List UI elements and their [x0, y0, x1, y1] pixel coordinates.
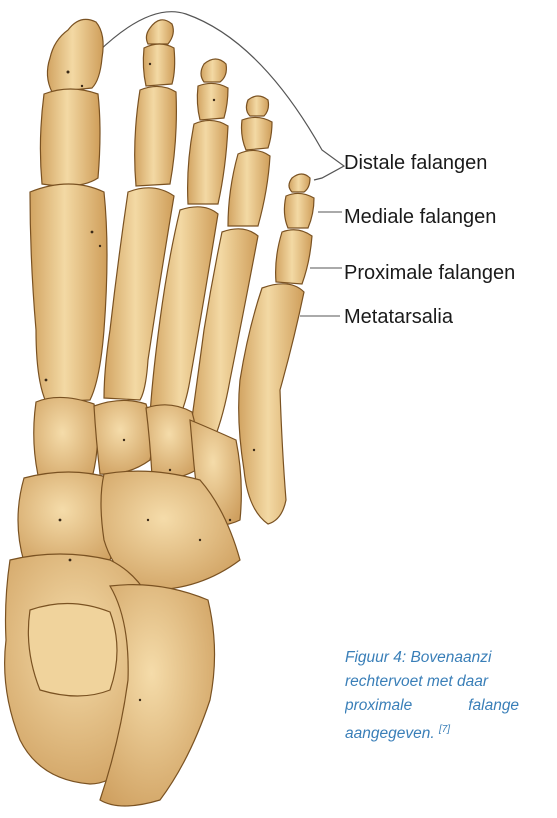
figure-caption: Figuur 4: Bovenaanzi rechtervoet met daa… — [345, 646, 557, 746]
caption-reference: [7] — [439, 724, 450, 735]
label-distal-phalanges: Distale falangen — [344, 152, 487, 175]
label-medial-phalanges: Mediale falangen — [344, 206, 496, 229]
label-metatarsals: Metatarsalia — [344, 306, 453, 329]
label-proximal-phalanges: Proximale falangen — [344, 262, 515, 285]
caption-line-1: Figuur 4: Bovenaanzi — [345, 646, 557, 670]
toe-1 — [30, 19, 107, 402]
caption-line-2: rechtervoet met daar — [345, 670, 557, 694]
tarsal-bones — [5, 397, 242, 806]
caption-word-aangegeven: aangegeven. — [345, 725, 435, 742]
caption-word-proximale: proximale — [345, 697, 412, 714]
caption-word-falange: falange — [468, 697, 519, 714]
caption-line-3: proximale falange — [345, 694, 557, 718]
caption-line-4: aangegeven. [7] — [345, 718, 557, 746]
